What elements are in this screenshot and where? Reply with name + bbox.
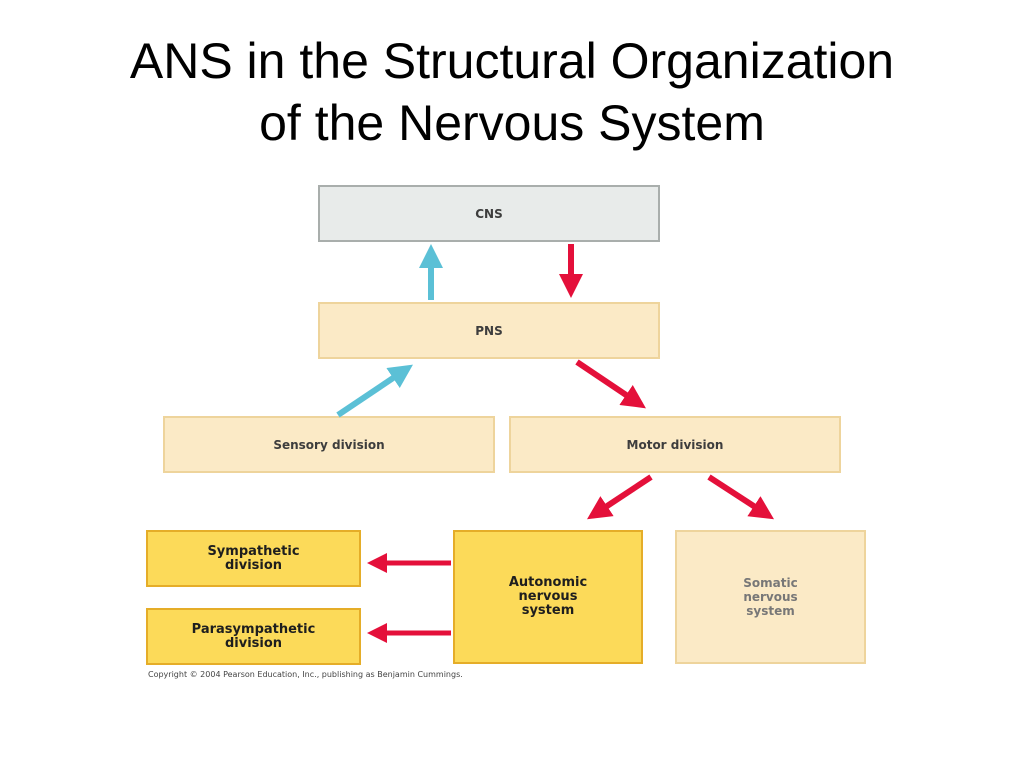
slide-title-line-1: ANS in the Structural Organization bbox=[129, 33, 895, 89]
slide-title-line-2: of the Nervous System bbox=[259, 95, 765, 151]
motor-division-box: Motor division bbox=[509, 416, 841, 473]
copyright-notice: Copyright © 2004 Pearson Education, Inc.… bbox=[148, 670, 463, 679]
sensory-division-box: Sensory division bbox=[163, 416, 495, 473]
slide-title: ANS in the Structural Organization of th… bbox=[0, 30, 1024, 154]
autonomic-nervous-system-box: Autonomic nervous system bbox=[453, 530, 643, 664]
parasympathetic-division-box: Parasympathetic division bbox=[146, 608, 361, 665]
sympathetic-division-box: Sympathetic division bbox=[146, 530, 361, 587]
pns-box: PNS bbox=[318, 302, 660, 359]
somatic-nervous-system-box: Somatic nervous system bbox=[675, 530, 866, 664]
arrow-motor-to-somatic bbox=[707, 474, 775, 520]
arrow-pns-to-motor bbox=[575, 359, 646, 409]
arrow-motor-to-ans bbox=[586, 474, 653, 520]
arrow-sensory-to-pns bbox=[336, 364, 413, 418]
cns-box: CNS bbox=[318, 185, 660, 242]
